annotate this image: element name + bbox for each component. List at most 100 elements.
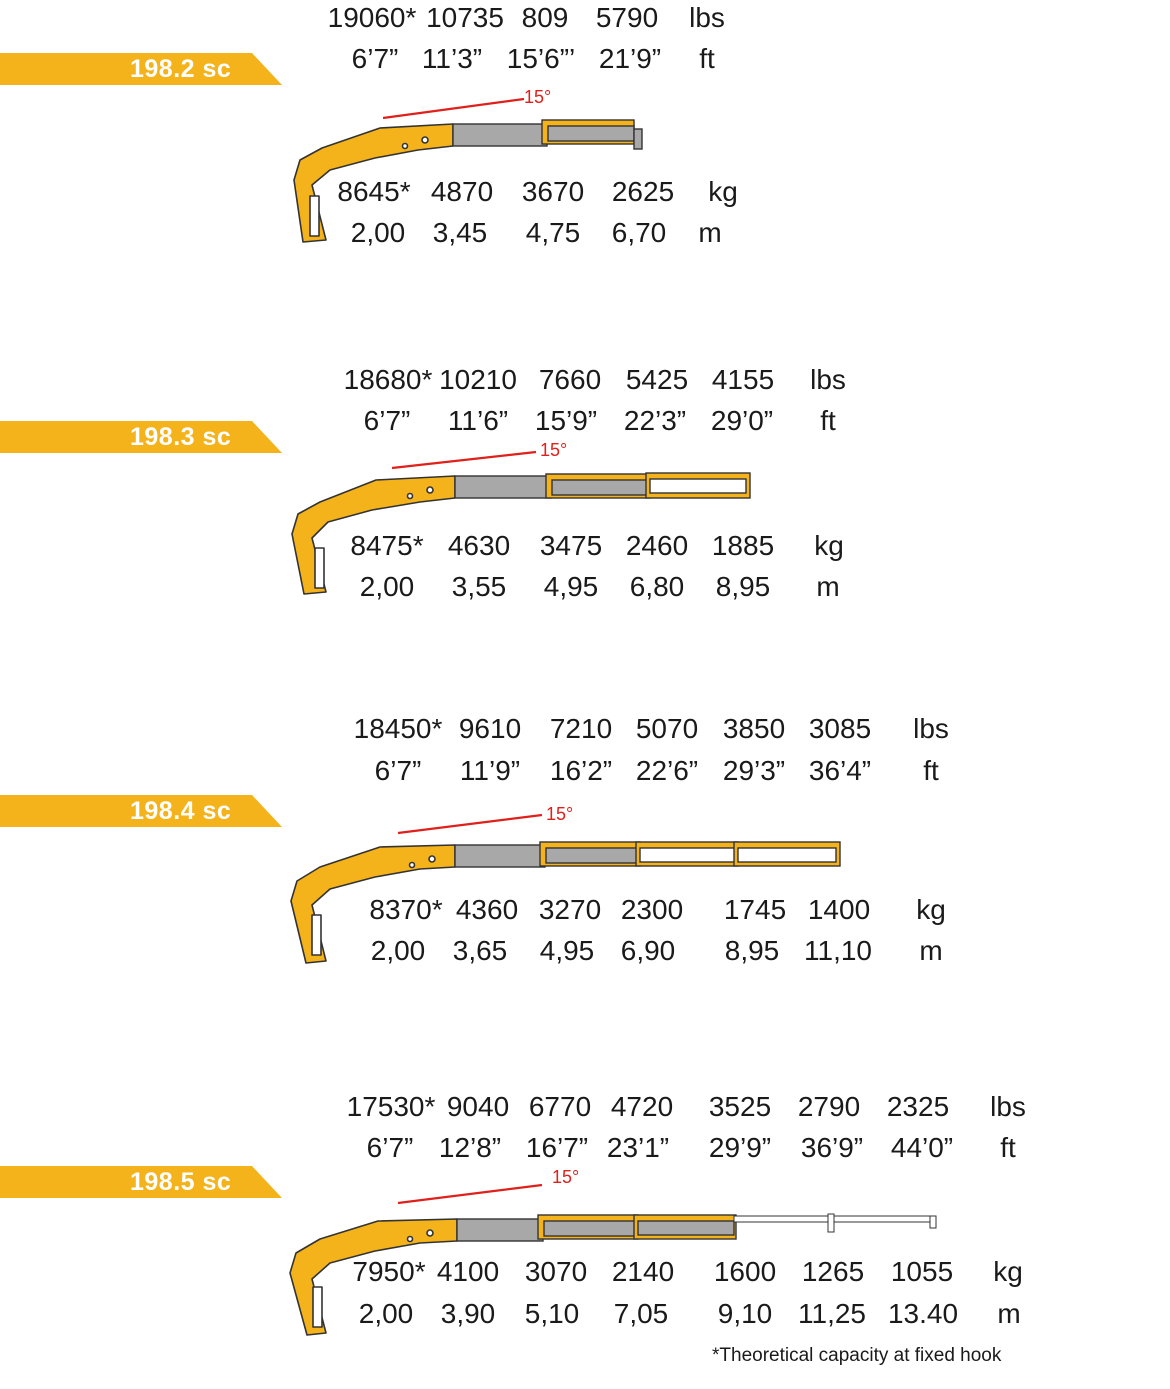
model-label: 198.5 sc bbox=[130, 1168, 232, 1196]
lbs-row: 19060* 10735 809 5790 lbs bbox=[0, 0, 1170, 36]
kg-value: 8475* bbox=[350, 530, 424, 561]
kg-value: 1745 bbox=[723, 894, 787, 925]
m-value: 7,05 bbox=[613, 1298, 669, 1329]
kg-value: 1600 bbox=[713, 1256, 777, 1287]
lbs-value: 10735 bbox=[426, 2, 504, 33]
kg-unit: kg bbox=[814, 530, 844, 561]
m-value: 6,70 bbox=[611, 217, 667, 248]
ft-value: 11’3” bbox=[421, 43, 483, 74]
m-value: 13.40 bbox=[887, 1298, 959, 1329]
kg-value: 1055 bbox=[890, 1256, 954, 1287]
m-value: 8,95 bbox=[724, 935, 780, 966]
lbs-value: 3850 bbox=[722, 713, 786, 744]
ft-value: 29’0” bbox=[710, 405, 774, 436]
ft-value: 21’9” bbox=[598, 43, 662, 74]
m-unit: m bbox=[698, 217, 722, 248]
model-tag: 198.4 sc bbox=[0, 795, 282, 827]
model-tag: 198.2 sc bbox=[0, 53, 282, 85]
section-198-5: 198.5 sc 17530* 9040 6770 4720 3525 2790… bbox=[0, 1089, 1170, 1389]
ft-value: 44’0” bbox=[890, 1132, 954, 1163]
lbs-unit: lbs bbox=[913, 713, 949, 744]
m-value: 3,65 bbox=[452, 935, 508, 966]
kg-value: 1400 bbox=[807, 894, 871, 925]
kg-value: 7950* bbox=[352, 1256, 426, 1287]
kg-unit: kg bbox=[708, 176, 738, 207]
kg-row: 8645* 4870 3670 2625 kg bbox=[0, 174, 1170, 210]
lbs-unit: lbs bbox=[810, 364, 846, 395]
ft-value: 6’7” bbox=[366, 1132, 414, 1163]
ft-value: 29’9” bbox=[708, 1132, 772, 1163]
boom-extensions bbox=[456, 1213, 937, 1242]
m-value: 3,55 bbox=[451, 571, 507, 602]
kg-unit: kg bbox=[916, 894, 946, 925]
lbs-value: 2790 bbox=[797, 1091, 861, 1122]
ft-value: 36’9” bbox=[800, 1132, 864, 1163]
kg-row: 8475* 4630 3475 2460 1885 kg bbox=[0, 528, 1170, 564]
ft-value: 6’7” bbox=[374, 755, 422, 786]
m-value: 11,25 bbox=[798, 1298, 866, 1329]
ft-unit: ft bbox=[699, 43, 715, 74]
lbs-value: 4720 bbox=[610, 1091, 674, 1122]
ft-unit: ft bbox=[820, 405, 836, 436]
m-value: 6,90 bbox=[620, 935, 676, 966]
m-value: 3,90 bbox=[440, 1298, 496, 1329]
kg-value: 3475 bbox=[539, 530, 603, 561]
kg-value: 2140 bbox=[611, 1256, 675, 1287]
m-value: 2,00 bbox=[370, 935, 426, 966]
kg-value: 8645* bbox=[337, 176, 411, 207]
kg-value: 1265 bbox=[801, 1256, 865, 1287]
angle-label: 15° bbox=[552, 1167, 579, 1187]
kg-value: 4360 bbox=[455, 894, 519, 925]
ft-value: 16’2” bbox=[549, 755, 613, 786]
m-unit: m bbox=[919, 935, 943, 966]
lbs-value: 18680* bbox=[343, 364, 433, 395]
ft-unit: ft bbox=[923, 755, 939, 786]
lbs-value: 5790 bbox=[595, 2, 659, 33]
m-value: 8,95 bbox=[715, 571, 771, 602]
ft-value: 15’6”’ bbox=[506, 43, 576, 74]
m-value: 6,80 bbox=[629, 571, 685, 602]
angle-label: 15° bbox=[540, 440, 567, 460]
lbs-value: 4155 bbox=[711, 364, 775, 395]
lbs-value: 2325 bbox=[886, 1091, 950, 1122]
lbs-value: 18450* bbox=[353, 713, 443, 744]
angle-line bbox=[391, 450, 537, 470]
kg-unit: kg bbox=[993, 1256, 1023, 1287]
lbs-unit: lbs bbox=[689, 2, 725, 33]
lbs-value: 7210 bbox=[549, 713, 613, 744]
m-value: 4,75 bbox=[525, 217, 581, 248]
lbs-value: 5425 bbox=[625, 364, 689, 395]
lbs-row: 18450* 9610 7210 5070 3850 3085 lbs bbox=[0, 711, 1170, 747]
kg-value: 4870 bbox=[430, 176, 494, 207]
kg-value: 1885 bbox=[711, 530, 775, 561]
ft-row: 6’7” 11’6” 15’9” 22’3” 29’0” ft bbox=[0, 403, 1170, 439]
model-tag: 198.5 sc bbox=[0, 1166, 282, 1198]
model-tag: 198.3 sc bbox=[0, 421, 282, 453]
ft-value: 15’9” bbox=[534, 405, 598, 436]
kg-row: 8370* 4360 3270 2300 1745 1400 kg bbox=[0, 892, 1170, 928]
ft-row: 6’7” 12’8” 16’7” 23’1” 29’9” 36’9” 44’0”… bbox=[0, 1130, 1170, 1166]
boom-extensions bbox=[454, 472, 751, 499]
m-value: 5,10 bbox=[524, 1298, 580, 1329]
kg-value: 3270 bbox=[538, 894, 602, 925]
crane-diagram: 15° bbox=[289, 1167, 937, 1336]
ft-value: 16’7” bbox=[525, 1132, 589, 1163]
lbs-value: 7660 bbox=[538, 364, 602, 395]
m-value: 9,10 bbox=[717, 1298, 773, 1329]
footnote: *Theoretical capacity at fixed hook bbox=[712, 1345, 1002, 1366]
ft-value: 22’6” bbox=[635, 755, 699, 786]
ft-value: 29’3” bbox=[722, 755, 786, 786]
section-198-2: 198.2 sc 19060* 10735 809 5790 lbs 6’7” … bbox=[0, 0, 1170, 300]
lbs-value: 809 bbox=[521, 2, 569, 33]
ft-unit: ft bbox=[1000, 1132, 1016, 1163]
ft-value: 11’6” bbox=[447, 405, 509, 436]
m-row: 2,00 3,65 4,95 6,90 8,95 11,10 m bbox=[0, 933, 1170, 969]
kg-value: 2460 bbox=[625, 530, 689, 561]
lbs-value: 6770 bbox=[528, 1091, 592, 1122]
kg-value: 8370* bbox=[369, 894, 443, 925]
lbs-value: 19060* bbox=[327, 2, 417, 33]
section-198-4: 198.4 sc 18450* 9610 7210 5070 3850 3085… bbox=[0, 711, 1170, 1011]
ft-value: 23’1” bbox=[606, 1132, 670, 1163]
ft-row: 6’7” 11’3” 15’6”’ 21’9” ft bbox=[0, 41, 1170, 77]
m-value: 2,00 bbox=[359, 571, 415, 602]
